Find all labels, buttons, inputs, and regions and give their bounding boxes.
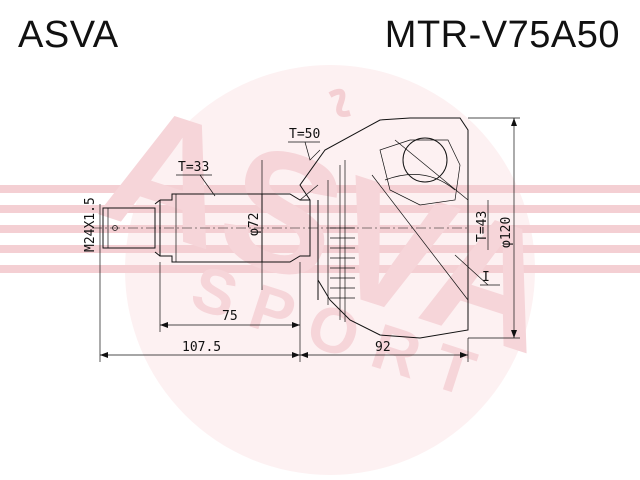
watermark-flame-icon xyxy=(328,88,351,117)
threaded-end xyxy=(102,199,161,257)
shaft-diameter-label: φ72 xyxy=(247,213,262,236)
abs-teeth-label: T=50 xyxy=(289,127,320,142)
thread-label: M24X1.5 xyxy=(83,197,98,252)
length-92-label: 92 xyxy=(375,340,391,355)
ball xyxy=(402,137,448,183)
brand-title: ASVA xyxy=(18,14,119,56)
outer-diameter-dimension: T=43 φ120 xyxy=(468,117,520,339)
inner-teeth-label: T=43 xyxy=(475,211,490,242)
watermark-stripes xyxy=(0,185,640,273)
length-75-label: 75 xyxy=(222,309,238,324)
abs-teeth-callout: T=50 xyxy=(288,127,320,161)
dim-75: 75 xyxy=(159,262,301,362)
outer-diameter-label: φ120 xyxy=(499,217,514,248)
dim-107: 107.5 xyxy=(99,252,300,362)
length-107-label: 107.5 xyxy=(182,340,221,355)
spline-teeth-callout: T=33 xyxy=(176,160,216,197)
marker-label: I xyxy=(482,270,490,285)
marker-callout: I xyxy=(454,254,500,286)
part-number: MTR-V75A50 xyxy=(384,14,620,56)
outer-housing xyxy=(299,117,469,339)
neck xyxy=(262,193,311,263)
shaft-diameter-dimension: φ72 xyxy=(247,160,263,290)
dim-92: 92 xyxy=(300,338,469,362)
spline-teeth-label: T=33 xyxy=(178,160,209,175)
abs-ring xyxy=(330,227,355,299)
